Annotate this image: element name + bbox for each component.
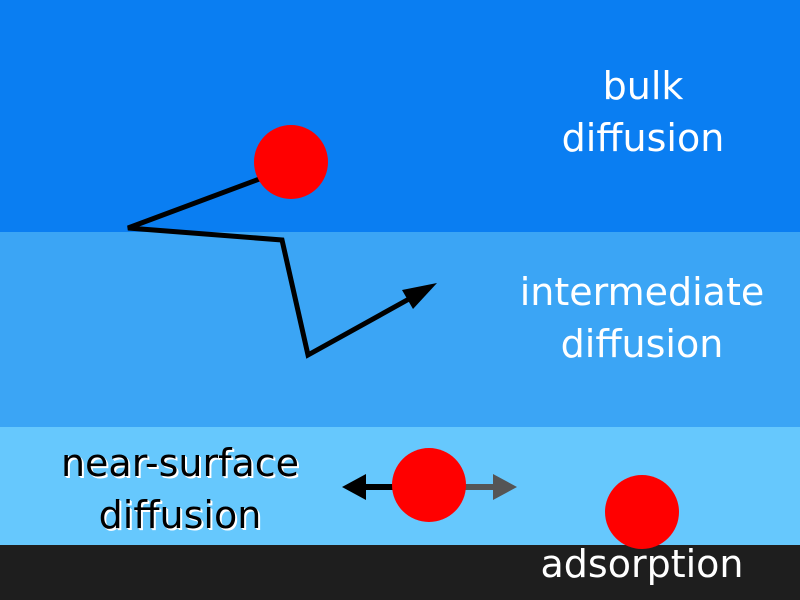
intermediate-diffusion-label: intermediate diffusion — [514, 266, 770, 370]
left-arrow-head — [342, 474, 366, 500]
bulk-label-line1: bulk — [602, 64, 684, 108]
intermediate-region — [0, 232, 800, 427]
near-surface-particle — [392, 448, 466, 522]
intermediate-label-line2: diffusion — [560, 322, 724, 366]
random-walk-arrowhead — [402, 283, 437, 309]
bulk-particle — [254, 125, 328, 199]
near-label-line1: near-surface — [60, 441, 300, 485]
adsorption-label: adsorption — [530, 538, 754, 590]
near-surface-diffusion-label: near-surface diffusion — [55, 437, 305, 541]
adsorption-label-text: adsorption — [540, 542, 744, 586]
bulk-region — [0, 0, 800, 232]
near-label-line2: diffusion — [98, 493, 262, 537]
random-walk-path — [127, 175, 420, 359]
adsorbed-particle — [605, 475, 679, 549]
surface — [0, 545, 800, 600]
bulk-label-line2: diffusion — [561, 116, 725, 160]
bulk-diffusion-label: bulk diffusion — [560, 60, 726, 164]
right-arrow-head — [493, 474, 517, 500]
intermediate-label-line1: intermediate — [519, 270, 765, 314]
